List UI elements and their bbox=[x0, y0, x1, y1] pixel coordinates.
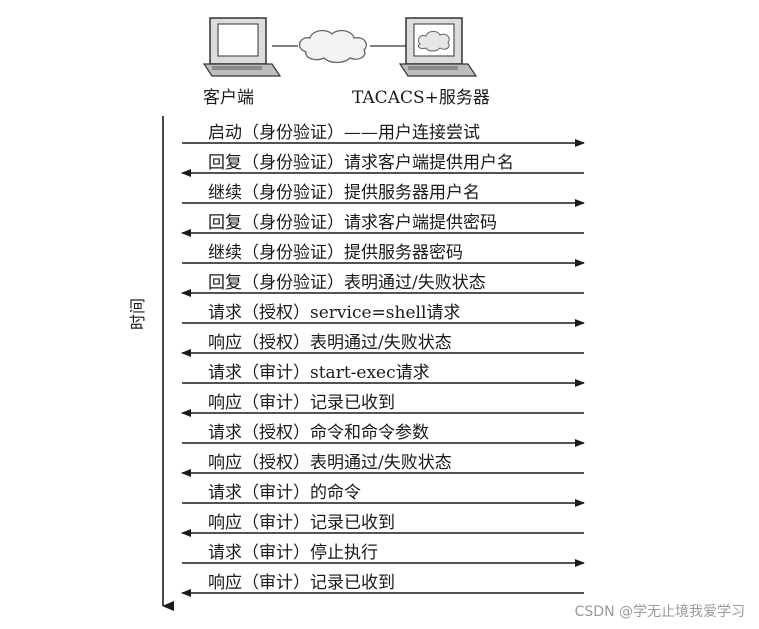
message-label-3: 继续（身份验证）提供服务器用户名 bbox=[208, 183, 480, 203]
watermark: CSDN @学无止境我爱学习 bbox=[574, 604, 745, 620]
message-label-13: 请求（审计）的命令 bbox=[208, 483, 361, 503]
message-label-16: 响应（审计）记录已收到 bbox=[208, 573, 395, 593]
message-label-10: 响应（审计）记录已收到 bbox=[208, 393, 395, 413]
message-label-4: 回复（身份验证）请求客户端提供密码 bbox=[208, 213, 497, 233]
message-label-9: 请求（审计）start-exec请求 bbox=[208, 363, 430, 383]
network-cloud-icon bbox=[272, 29, 406, 64]
client-computer-icon bbox=[202, 17, 282, 77]
message-label-11: 请求（授权）命令和命令参数 bbox=[208, 423, 429, 443]
time-axis-label: 时间 bbox=[128, 297, 147, 330]
message-label-12: 响应（授权）表明通过/失败状态 bbox=[208, 453, 452, 473]
message-label-2: 回复（身份验证）请求客户端提供用户名 bbox=[208, 153, 514, 173]
message-arrows bbox=[181, 139, 585, 597]
message-label-1: 启动（身份验证）——用户连接尝试 bbox=[208, 123, 480, 143]
message-label-7: 请求（授权）service=shell请求 bbox=[208, 303, 461, 323]
server-label: TACACS+服务器 bbox=[352, 88, 490, 108]
message-label-15: 请求（审计）停止执行 bbox=[208, 543, 378, 563]
client-label: 客户端 bbox=[203, 88, 254, 108]
server-computer-icon bbox=[398, 17, 478, 77]
message-label-14: 响应（审计）记录已收到 bbox=[208, 513, 395, 533]
message-label-8: 响应（授权）表明通过/失败状态 bbox=[208, 333, 452, 353]
message-label-6: 回复（身份验证）表明通过/失败状态 bbox=[208, 273, 486, 293]
message-label-5: 继续（身份验证）提供服务器密码 bbox=[208, 243, 463, 263]
